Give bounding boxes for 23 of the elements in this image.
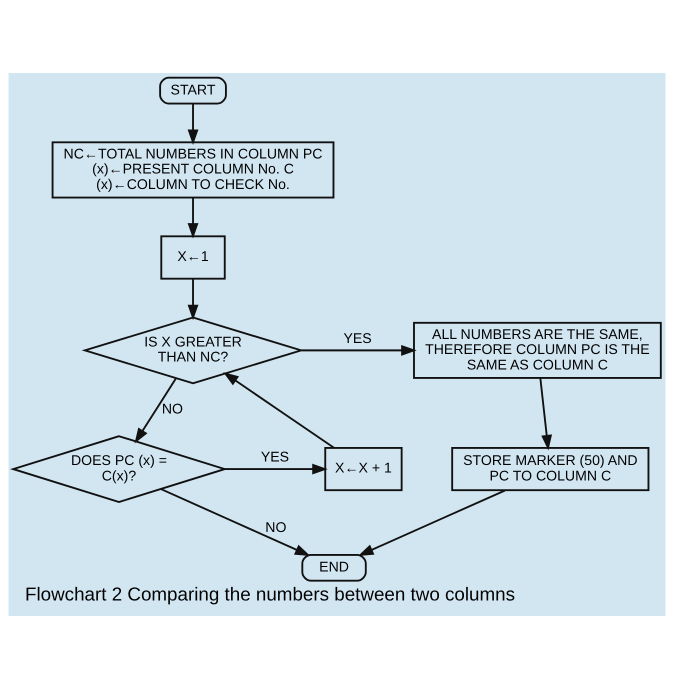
arrow [134,378,177,443]
arrow [302,344,417,356]
arrow [539,378,552,450]
edge-label: YES [343,329,372,346]
node-box: X←X + 1 [324,446,403,491]
arrow [224,463,328,474]
arrow [160,488,310,556]
arrow [358,489,506,556]
arrow [188,103,198,145]
arrow [188,197,198,238]
edge-label: NO [265,518,286,535]
caption: Flowchart 2 Comparing the numbers between two columns [25,582,516,604]
arrow [188,278,198,320]
node-box: END [301,553,367,582]
node-box: START [159,76,227,104]
node-box: ALL NUMBERS ARE THE SAME, THEREFORE COLUMN PC IS THE SAME AS COLUMN C [413,321,662,378]
node-box: STORE MARKER (50) AND PC TO COLUMN C [451,446,650,491]
node-box: NC←TOTAL NUMBERS IN COLUMN PC (x)←PRESENT COLUMN No. C (x)←COLUMN TO CHECK No. [52,140,334,198]
edge-label: NO [162,400,184,416]
arrow [223,372,334,448]
edge-label: YES [260,448,290,464]
node-diamond: DOES PC (x) = C(x)? [10,434,228,502]
node-box: X←1 [160,234,226,280]
